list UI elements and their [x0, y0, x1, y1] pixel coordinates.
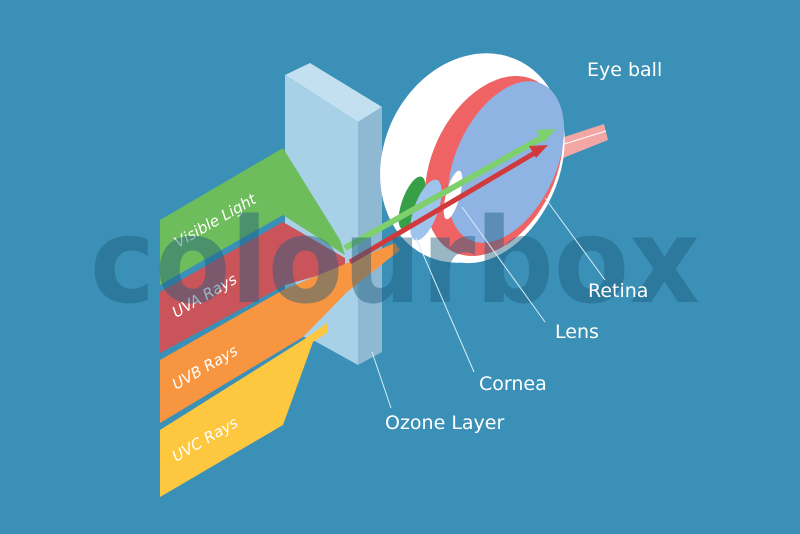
- uvb-band: [160, 243, 400, 423]
- visible-arrowhead-icon: [536, 129, 556, 143]
- label-ozone-layer: Ozone Layer: [385, 412, 504, 434]
- uvc-band: [160, 323, 328, 497]
- watermark: colourbox: [90, 192, 700, 330]
- label-eyeball: Eye ball: [587, 59, 662, 81]
- optic-nerve: [555, 124, 608, 160]
- label-lens: Lens: [555, 321, 599, 343]
- visible-light-arrow: [343, 133, 547, 251]
- uva-arrowhead-icon: [529, 145, 548, 158]
- leader-lines: [371, 197, 606, 409]
- uva-arrow: [348, 148, 540, 265]
- label-retina: Retina: [588, 280, 648, 302]
- uva-band: [160, 222, 345, 353]
- visible-light-band: [160, 148, 345, 285]
- label-cornea: Cornea: [479, 373, 547, 395]
